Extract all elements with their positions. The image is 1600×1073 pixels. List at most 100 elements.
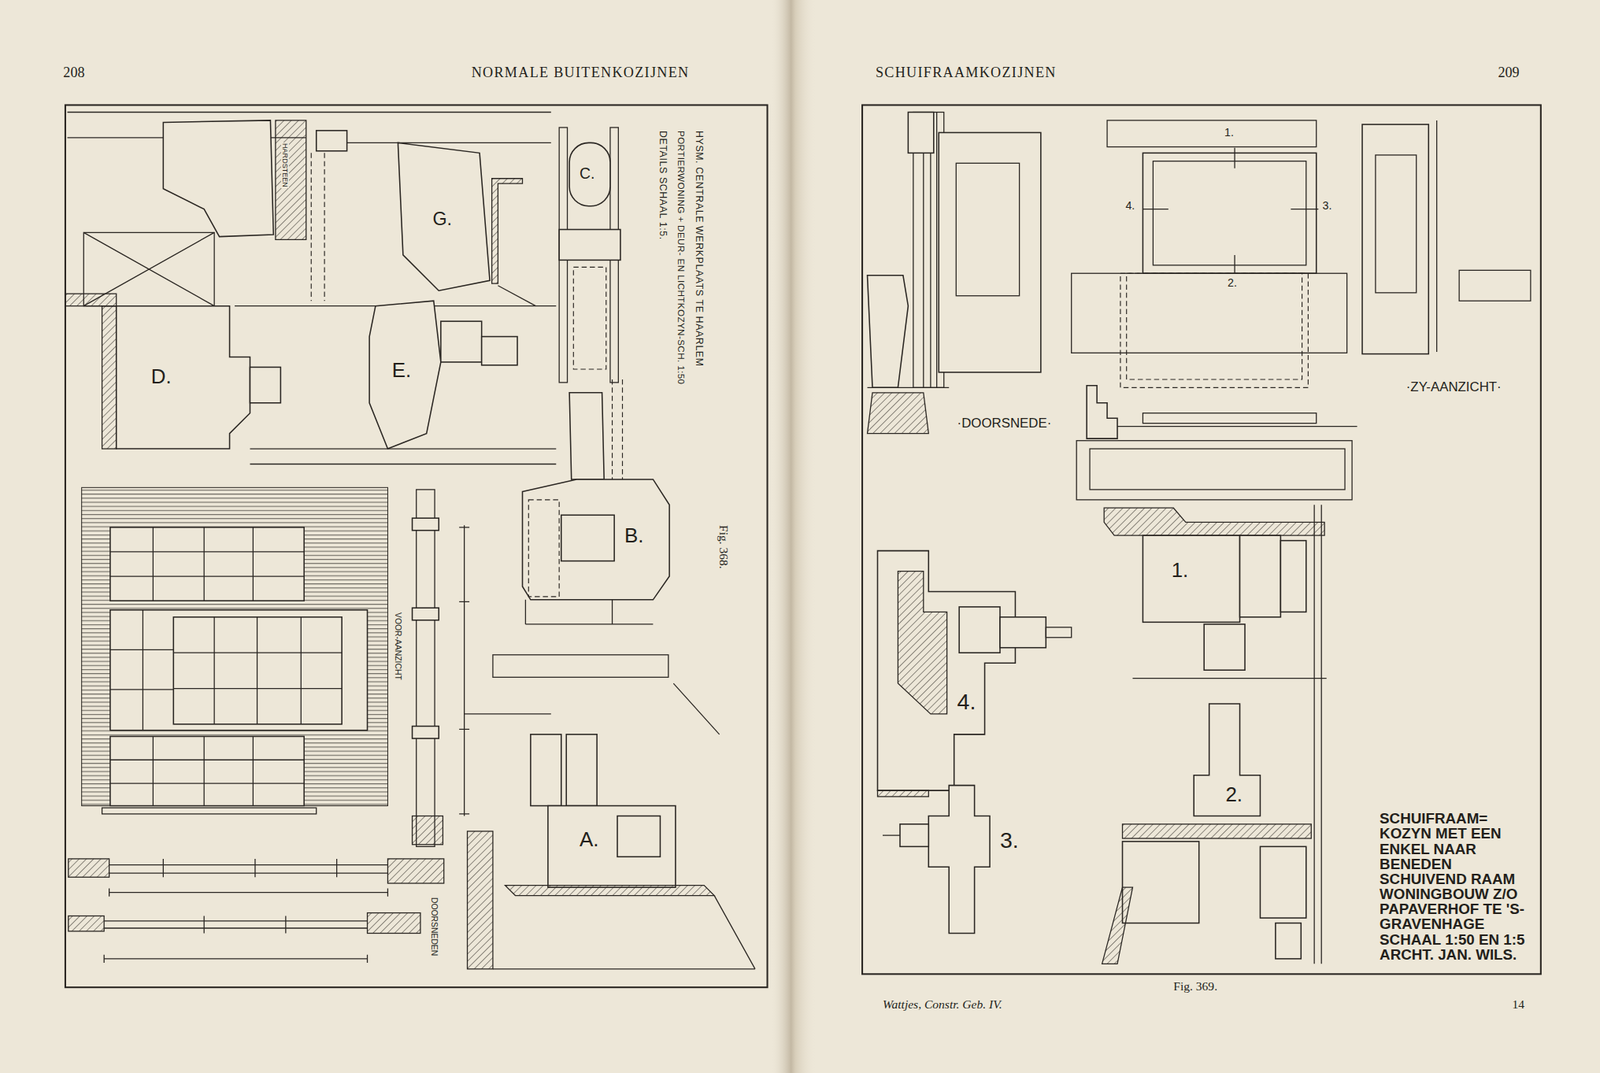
detail-a bbox=[617, 816, 660, 858]
vertical-section bbox=[412, 725, 440, 739]
detail-a bbox=[492, 655, 669, 678]
detail-a bbox=[464, 683, 720, 735]
window-elevation bbox=[1120, 273, 1308, 388]
figure-caption: Fig. 369. bbox=[1173, 979, 1218, 993]
detail-1 bbox=[1142, 535, 1240, 623]
section-mark: 2. bbox=[1227, 277, 1238, 290]
detail-3 bbox=[882, 785, 990, 934]
detail-3 bbox=[882, 834, 900, 836]
plan-section bbox=[1142, 413, 1316, 424]
detail-b bbox=[528, 500, 560, 597]
detail-a bbox=[467, 831, 493, 970]
horizontal-sections bbox=[387, 859, 444, 884]
front-elevation bbox=[110, 736, 304, 806]
signature-number: 14 bbox=[1512, 997, 1526, 1012]
sheet-title: HYSM. CENTRALE WERKPLAATS TE HAARLEM bbox=[693, 130, 705, 367]
detail-number: 3. bbox=[1000, 828, 1019, 853]
horizontal-sections bbox=[68, 915, 104, 931]
right-frame bbox=[862, 104, 1541, 975]
horizontal-sections bbox=[367, 913, 421, 934]
detail-4 bbox=[877, 790, 929, 797]
horizontal-sections bbox=[68, 859, 445, 963]
cornice-section bbox=[311, 152, 325, 301]
detail-2 bbox=[1193, 703, 1260, 817]
detail-a bbox=[566, 734, 597, 807]
section-mark: 4. bbox=[1125, 200, 1135, 213]
detail-letter: C. bbox=[579, 165, 595, 182]
window-elevation bbox=[1142, 148, 1319, 274]
horizontal-sections bbox=[109, 859, 389, 897]
section-drawing bbox=[938, 132, 1041, 372]
side-elevation bbox=[1459, 270, 1531, 301]
vertical-section bbox=[412, 607, 440, 621]
left-frame bbox=[65, 104, 768, 988]
section-drawing bbox=[867, 112, 1041, 434]
sheet-title: PORTIERWONING + DEUR- EN LICHTKOZYN-SCH.… bbox=[675, 130, 686, 385]
window-elevation bbox=[1142, 152, 1316, 274]
detail-a bbox=[548, 806, 676, 889]
section-drawing bbox=[867, 275, 909, 389]
detail-number: 4. bbox=[957, 689, 977, 715]
plan-section bbox=[1117, 425, 1358, 427]
window-elevation bbox=[1071, 120, 1348, 388]
detail-1 bbox=[1280, 540, 1306, 613]
gutter-shadow bbox=[770, 0, 816, 1073]
detail-2 bbox=[1102, 703, 1312, 964]
plan-section bbox=[1089, 448, 1345, 490]
footer-note: Wattjes, Constr. Geb. IV. bbox=[882, 997, 1003, 1012]
detail-a bbox=[492, 896, 756, 970]
section-drawing bbox=[867, 387, 950, 389]
plan-section bbox=[1076, 385, 1357, 500]
detail-number: 2. bbox=[1225, 783, 1243, 807]
detail-1 bbox=[1240, 535, 1282, 618]
cornice-section bbox=[492, 178, 523, 284]
detail-2 bbox=[1122, 824, 1312, 839]
cornice-section bbox=[102, 306, 117, 449]
material-note: HARDSTEEN bbox=[281, 142, 289, 189]
detail-number: 1. bbox=[1171, 559, 1189, 582]
window-elevation bbox=[1071, 273, 1348, 353]
cornice-section bbox=[275, 120, 307, 241]
cornice-section bbox=[397, 142, 490, 291]
section-mark: 1. bbox=[1224, 126, 1234, 140]
vertical-section bbox=[459, 525, 470, 816]
detail-c bbox=[559, 229, 621, 261]
detail-a bbox=[530, 734, 562, 807]
view-label: ·ZY-AANZICHT· bbox=[1406, 380, 1502, 396]
running-head: NORMALE BUITENKOZIJNEN bbox=[471, 65, 690, 82]
horizontal-sections bbox=[103, 915, 367, 963]
detail-4 bbox=[877, 551, 1015, 791]
horizontal-sections bbox=[68, 859, 110, 878]
side-elevation bbox=[1375, 155, 1417, 293]
front-elevation bbox=[110, 736, 304, 806]
detail-a bbox=[464, 655, 756, 970]
cornice-section bbox=[316, 130, 348, 152]
cornice-section bbox=[497, 285, 536, 307]
front-elevation bbox=[102, 807, 317, 815]
vertical-section bbox=[412, 489, 471, 847]
section-drawing bbox=[955, 162, 1019, 296]
detail-4 bbox=[1045, 627, 1071, 638]
detail-c bbox=[573, 266, 606, 370]
detail-2 bbox=[1275, 923, 1301, 960]
side-elevation bbox=[1436, 120, 1438, 352]
detail-4 bbox=[897, 571, 947, 715]
vertical-section bbox=[412, 816, 444, 845]
window-elevation bbox=[1152, 161, 1306, 266]
detail-1 bbox=[1103, 507, 1325, 536]
detail-c bbox=[559, 127, 621, 383]
side-elevation bbox=[1362, 124, 1429, 355]
plan-section bbox=[1076, 440, 1352, 500]
cornice-section bbox=[440, 321, 482, 363]
cornice-section bbox=[481, 337, 518, 366]
detail-letter: B. bbox=[624, 524, 644, 548]
sheet-title: DETAILS SCHAAL 1:5. bbox=[656, 130, 668, 241]
page-number: 208 bbox=[62, 65, 85, 82]
section-drawing bbox=[867, 392, 930, 434]
figure-caption: Fig. 368. bbox=[717, 525, 731, 570]
detail-letter: G. bbox=[432, 209, 452, 230]
detail-b bbox=[522, 479, 671, 600]
running-head: SCHUIFRAAMKOZIJNEN bbox=[875, 65, 1057, 82]
